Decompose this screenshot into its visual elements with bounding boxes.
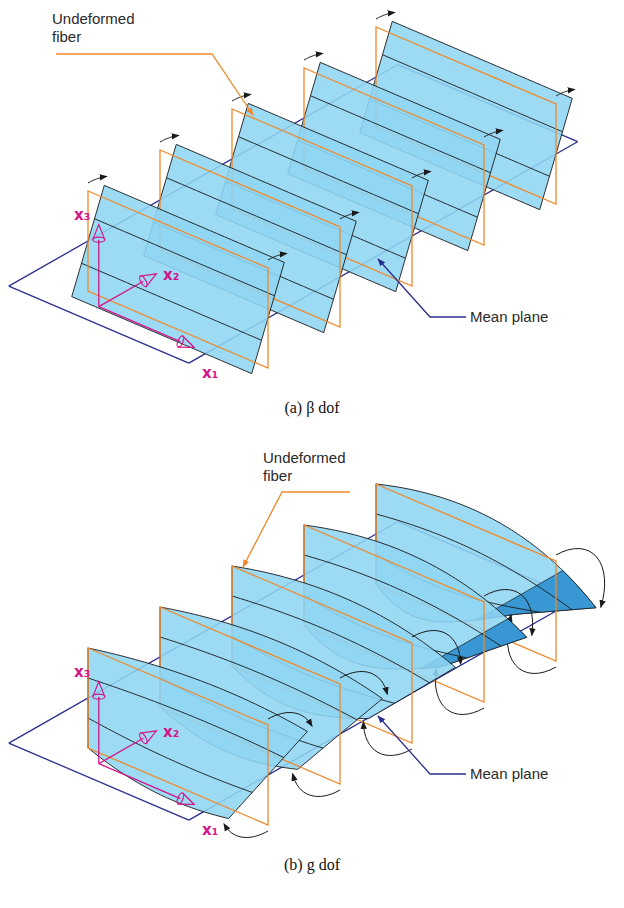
g-dof-figure (9, 484, 605, 837)
axis-cone-base (138, 732, 148, 745)
axis-line (98, 697, 99, 764)
beta-dof-figure (9, 12, 578, 373)
deformed-fiber-panel (88, 648, 307, 819)
rotation-arrow (268, 713, 312, 727)
axis-label: x₃ (74, 206, 90, 224)
coordinate-axis (99, 274, 157, 307)
axis-line (98, 240, 99, 307)
axis-label: x₁ (202, 364, 218, 382)
axis-label: x₃ (74, 663, 90, 681)
leader-line (243, 492, 350, 567)
leader-line (56, 54, 253, 115)
rotation-arrow (293, 774, 340, 797)
rotation-arrow (340, 672, 387, 695)
rotation-arrow (507, 615, 556, 674)
axis-cone-base (176, 335, 185, 348)
coordinate-axis (99, 307, 194, 348)
axis-label: x₂ (163, 723, 179, 741)
rotation-arrow (376, 12, 395, 19)
caption: (a) β dof (0, 398, 624, 417)
axis-line (99, 281, 144, 306)
axis-cone-base (176, 792, 185, 805)
axis-cone-base (138, 275, 148, 288)
rotation-arrow (340, 212, 359, 219)
deformed-fiber-panel (72, 185, 285, 373)
axis-line (99, 764, 181, 799)
rotation-arrow (88, 176, 107, 183)
caption: (b) g dof (0, 855, 624, 874)
leader-line (378, 259, 466, 317)
rotation-arrow (556, 549, 605, 608)
coordinate-axis (99, 731, 157, 764)
coordinate-axis (93, 225, 105, 307)
axis-line (99, 738, 144, 763)
undeformed-fiber-frame (88, 191, 268, 368)
rotation-arrow (160, 135, 179, 142)
axis-label: x₁ (202, 821, 218, 839)
fiber-callout: Undeformed fiber (263, 449, 373, 485)
rotation-arrow (556, 89, 575, 96)
fiber-callout: Undeformed fiber (52, 10, 162, 46)
plane-callout: Mean plane (470, 308, 548, 326)
fiber (72, 176, 287, 373)
panel-line (95, 219, 275, 296)
coordinate-axis (99, 764, 194, 805)
coordinate-axis (93, 682, 105, 764)
rotation-arrow (224, 824, 268, 838)
rotation-arrow (268, 253, 287, 260)
undeformed-fiber-frame (88, 648, 268, 825)
panel-line (81, 263, 261, 340)
rotation-arrow (412, 171, 431, 178)
fiber (88, 648, 312, 837)
rotation-arrow (484, 130, 503, 137)
plane-callout: Mean plane (470, 765, 548, 783)
rotation-arrow (412, 631, 461, 665)
panel-line (88, 718, 252, 792)
rotation-arrow (484, 590, 533, 636)
rotation-arrow (304, 53, 323, 60)
axis-label: x₂ (163, 266, 179, 284)
leader-line (378, 716, 466, 774)
axis-line (99, 307, 181, 342)
